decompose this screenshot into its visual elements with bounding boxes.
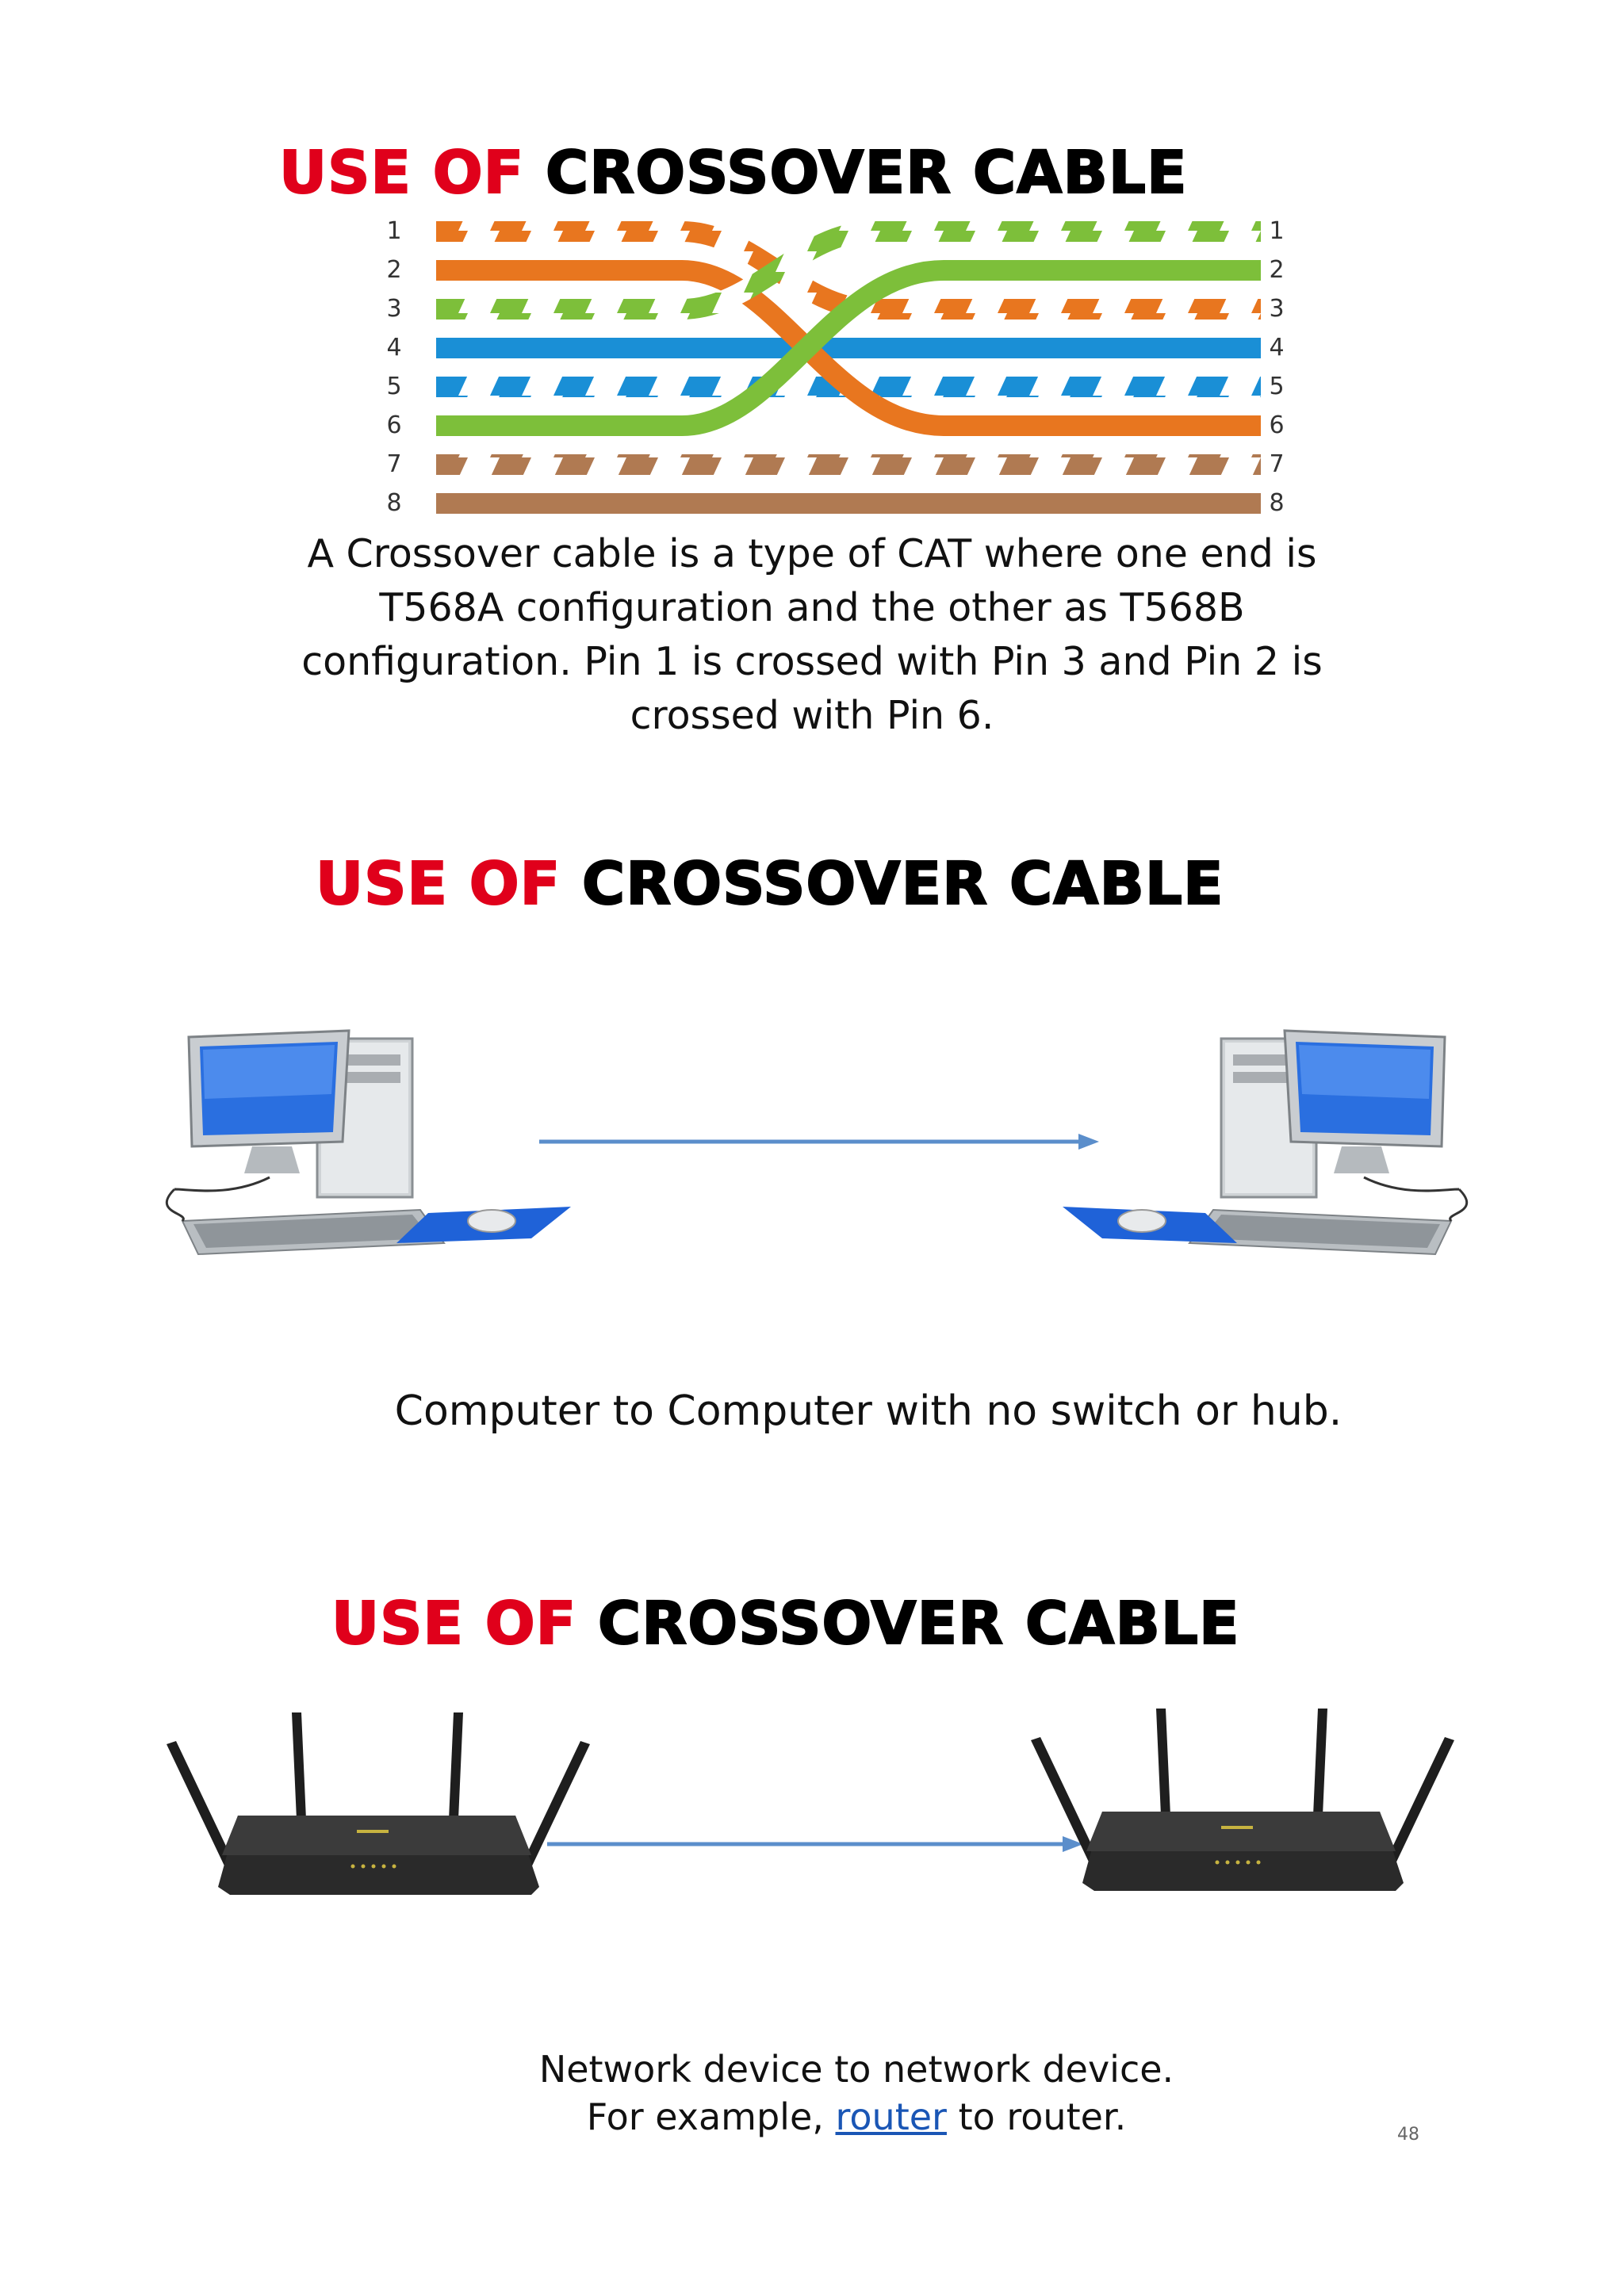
description: A Crossover cable is a type of CAT where…: [0, 527, 1624, 743]
pin-label: 7: [386, 450, 402, 478]
routers-caption-line2: For example, router to router.: [0, 2093, 1624, 2141]
pin-label: 7: [1269, 450, 1285, 478]
wire-pin-7: [436, 454, 1261, 475]
connection-arrow: [539, 1134, 1099, 1150]
description-line: A Crossover cable is a type of CAT where…: [307, 531, 1317, 576]
pin-label: 1: [1269, 217, 1285, 245]
heading-black: CROSSOVER CABLE: [581, 849, 1224, 919]
crossover-wiring-diagram: [436, 221, 1261, 514]
pin-label: 6: [1269, 411, 1285, 439]
wire-green-striped: [436, 221, 1261, 320]
router-icon: [1031, 1709, 1454, 1891]
caption-text: For example,: [586, 2095, 836, 2138]
pin-label: 6: [386, 411, 402, 439]
pin-label: 1: [386, 217, 402, 245]
pin-label: 5: [1269, 373, 1285, 400]
description-line: configuration. Pin 1 is crossed with Pin…: [301, 639, 1323, 684]
heading-black: CROSSOVER CABLE: [597, 1589, 1240, 1659]
connection-arrow: [547, 1836, 1083, 1852]
caption-text: to router.: [946, 2095, 1127, 2138]
routers-caption-line1: Network device to network device.: [538, 2048, 1174, 2091]
pin-label: 2: [1269, 256, 1285, 284]
pin-label: 3: [386, 295, 402, 323]
pin-label: 8: [1269, 489, 1285, 517]
wire-green-solid: [436, 260, 1261, 436]
pin-label: 5: [386, 373, 402, 400]
computers-caption: Computer to Computer with no switch or h…: [394, 1387, 1342, 1435]
heading-red: USE OF: [315, 849, 561, 919]
routers-caption: Network device to network device. For ex…: [0, 2045, 1624, 2141]
heading-red: USE OF: [278, 138, 525, 208]
router-icon: [167, 1712, 590, 1895]
heading-black: CROSSOVER CABLE: [545, 138, 1188, 208]
page-number: 48: [1397, 2125, 1419, 2145]
computer-icon: [165, 1029, 571, 1256]
pin-label: 4: [1269, 334, 1285, 362]
pin-label: 2: [386, 256, 402, 284]
section-heading: USE OF CROSSOVER CABLE: [278, 138, 1188, 208]
pin-label: 8: [386, 489, 402, 517]
computer-icon: [1063, 1029, 1469, 1256]
section-heading: USE OF CROSSOVER CABLE: [331, 1589, 1240, 1659]
router-link[interactable]: router: [835, 2095, 947, 2138]
pin-label: 4: [386, 334, 402, 362]
wire-pin-4: [436, 338, 1261, 358]
pin-label: 3: [1269, 295, 1285, 323]
description-line: T568A configuration and the other as T56…: [379, 585, 1245, 630]
heading-red: USE OF: [331, 1589, 577, 1659]
section-heading: USE OF CROSSOVER CABLE: [315, 849, 1224, 919]
description-line: crossed with Pin 6.: [630, 693, 994, 738]
wire-pin-8: [436, 493, 1261, 514]
